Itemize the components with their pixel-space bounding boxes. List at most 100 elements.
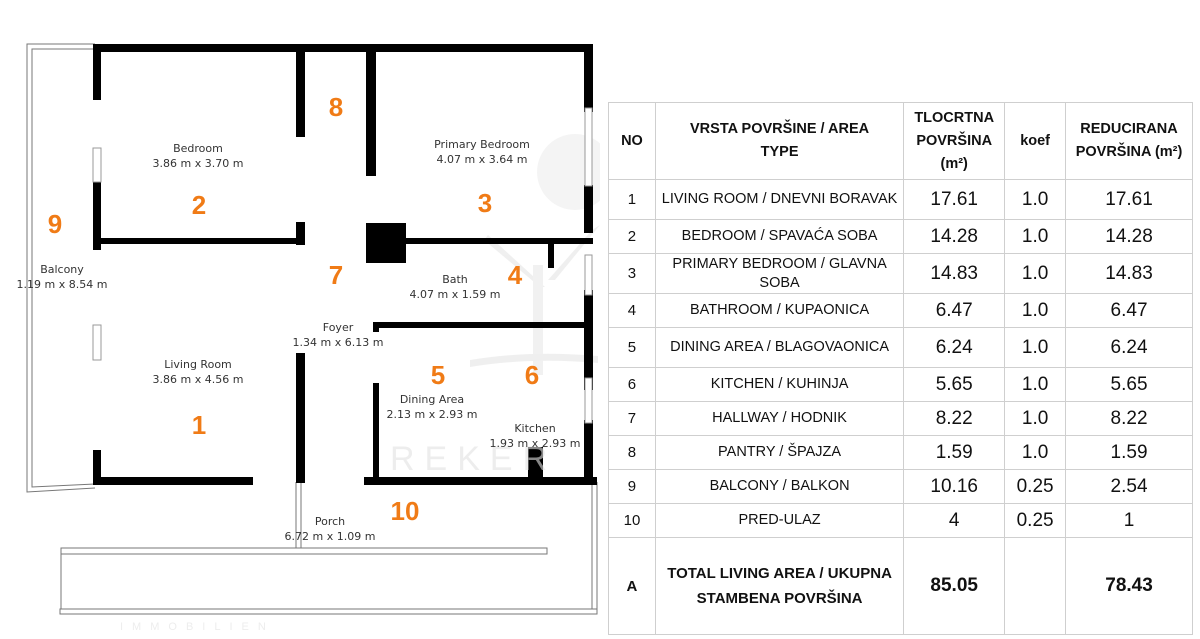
walls <box>93 44 597 485</box>
cell-type: PANTRY / ŠPAJZA <box>654 435 905 470</box>
cell-area: 5.65 <box>903 367 1006 402</box>
cell-area: 6.24 <box>903 327 1006 368</box>
total-area: 85.05 <box>903 537 1006 635</box>
room-number: 10 <box>391 496 420 526</box>
room-balcony: Balcony 1.19 m x 8.54 m 9 <box>17 209 108 291</box>
header-no: NO <box>608 102 656 180</box>
watermark-brand: REKER <box>390 440 557 478</box>
room-number: 6 <box>525 360 539 390</box>
windows <box>92 107 593 424</box>
cell-type: BEDROOM / SPAVAĆA SOBA <box>654 219 905 254</box>
room-number: 7 <box>329 260 343 290</box>
room-name: Foyer <box>323 321 354 334</box>
total-no: A <box>608 537 656 635</box>
cell-type: DINING AREA / BLAGOVAONICA <box>654 327 905 368</box>
room-number: 4 <box>508 260 523 290</box>
room-dims: 3.86 m x 3.70 m <box>153 157 244 170</box>
cell-type: PRIMARY BEDROOM / GLAVNA SOBA <box>654 253 905 294</box>
cell-area: 6.47 <box>903 293 1006 328</box>
room-living-room: Living Room 3.86 m x 4.56 m 1 <box>153 358 244 440</box>
cell-type: PRED-ULAZ <box>654 503 905 538</box>
cell-no: 2 <box>608 219 656 254</box>
table-header-row: NO VRSTA POVRŠINE / AREA TYPE TLOCRTNA P… <box>608 102 1193 180</box>
header-koef: koef <box>1004 102 1067 180</box>
room-name: Living Room <box>164 358 232 371</box>
room-number: 8 <box>329 92 343 122</box>
cell-area: 14.83 <box>903 253 1006 294</box>
cell-reduced: 6.24 <box>1065 327 1193 368</box>
room-name: Primary Bedroom <box>434 138 530 151</box>
room-number: 1 <box>192 410 206 440</box>
room-name: Dining Area <box>400 393 464 406</box>
cell-no: 4 <box>608 293 656 328</box>
cell-no: 1 <box>608 179 656 220</box>
cell-type: BATHROOM / KUPAONICA <box>654 293 905 328</box>
room-dims: 4.07 m x 1.59 m <box>410 288 501 301</box>
header-type: VRSTA POVRŠINE / AREA TYPE <box>654 102 905 180</box>
room-pantry: 8 <box>329 92 343 122</box>
total-koef <box>1004 537 1067 635</box>
room-name: Bath <box>442 273 468 286</box>
cell-no: 3 <box>608 253 656 294</box>
cell-type: HALLWAY / HODNIK <box>654 401 905 436</box>
total-type: TOTAL LIVING AREA / UKUPNA STAMBENA POVR… <box>654 537 905 635</box>
cell-koef: 1.0 <box>1004 179 1067 220</box>
porch-outline <box>59 482 598 615</box>
cell-reduced: 5.65 <box>1065 367 1193 402</box>
room-dims: 1.93 m x 2.93 m <box>490 437 581 450</box>
cell-reduced: 2.54 <box>1065 469 1193 504</box>
cell-koef: 1.0 <box>1004 401 1067 436</box>
room-dims: 3.86 m x 4.56 m <box>153 373 244 386</box>
room-dims: 2.13 m x 2.93 m <box>387 408 478 421</box>
cell-type: BALCONY / BALKON <box>654 469 905 504</box>
room-number: 5 <box>431 360 445 390</box>
cell-no: 6 <box>608 367 656 402</box>
cell-no: 7 <box>608 401 656 436</box>
floor-plan: REKER IMMOBILIEN Bedroom 3.86 m x 3.70 m… <box>17 43 600 633</box>
header-area: TLOCRTNA POVRŠINA (m²) <box>903 102 1006 180</box>
room-primary-bedroom: Primary Bedroom 4.07 m x 3.64 m 3 <box>434 138 530 218</box>
total-reduced: 78.43 <box>1065 537 1193 635</box>
cell-reduced: 1.59 <box>1065 435 1193 470</box>
watermark-logo <box>470 134 600 375</box>
watermark-sub: IMMOBILIEN <box>120 621 275 633</box>
cell-area: 14.28 <box>903 219 1006 254</box>
room-dims: 4.07 m x 3.64 m <box>437 153 528 166</box>
cell-reduced: 6.47 <box>1065 293 1193 328</box>
cell-no: 9 <box>608 469 656 504</box>
cell-type: LIVING ROOM / DNEVNI BORAVAK <box>654 179 905 220</box>
cell-area: 4 <box>903 503 1006 538</box>
cell-koef: 1.0 <box>1004 293 1067 328</box>
area-table: NO VRSTA POVRŠINE / AREA TYPE TLOCRTNA P… <box>608 102 1193 635</box>
cell-reduced: 8.22 <box>1065 401 1193 436</box>
cell-koef: 0.25 <box>1004 469 1067 504</box>
room-dining-area: Dining Area 2.13 m x 2.93 m 5 <box>387 360 478 421</box>
cell-koef: 0.25 <box>1004 503 1067 538</box>
cell-no: 10 <box>608 503 656 538</box>
room-name: Bedroom <box>173 142 223 155</box>
cell-reduced: 14.83 <box>1065 253 1193 294</box>
room-name: Kitchen <box>514 422 555 435</box>
cell-koef: 1.0 <box>1004 367 1067 402</box>
cell-reduced: 17.61 <box>1065 179 1193 220</box>
room-dims: 1.34 m x 6.13 m <box>293 336 384 349</box>
header-reduced: REDUCIRANA POVRŠINA (m²) <box>1065 102 1193 180</box>
cell-koef: 1.0 <box>1004 327 1067 368</box>
room-bath: Bath 4.07 m x 1.59 m 4 <box>410 260 523 301</box>
cell-area: 17.61 <box>903 179 1006 220</box>
room-number: 2 <box>192 190 206 220</box>
balcony-outline <box>26 43 96 493</box>
cell-koef: 1.0 <box>1004 219 1067 254</box>
room-number: 3 <box>478 188 492 218</box>
room-dims: 6.72 m x 1.09 m <box>285 530 376 543</box>
room-name: Balcony <box>40 263 84 276</box>
cell-koef: 1.0 <box>1004 253 1067 294</box>
room-name: Porch <box>315 515 345 528</box>
